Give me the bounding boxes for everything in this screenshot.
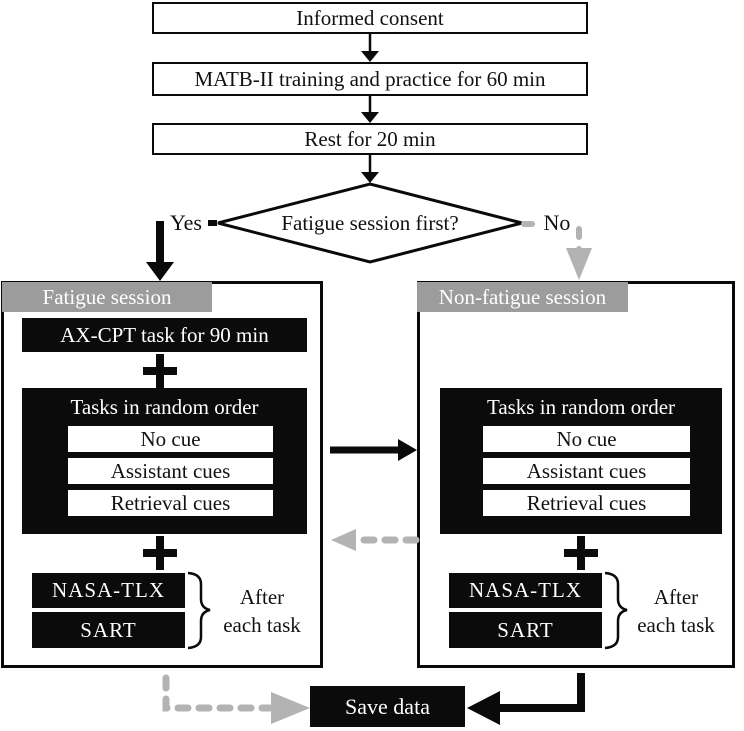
fatigue-session-header: Fatigue session	[2, 282, 212, 312]
nonfatigue-session-header: Non-fatigue session	[417, 282, 628, 312]
task-no-cue: No cue	[483, 426, 690, 452]
arrow-down-icon	[361, 155, 379, 183]
arrow-right-icon	[330, 439, 417, 461]
yes-label: Yes	[164, 210, 208, 236]
after-each-task-note: After each task	[637, 585, 715, 637]
nonfatigue-tasks-title: Tasks in random order	[486, 394, 676, 419]
after-each-task-note: After each task	[223, 585, 301, 637]
task-retrieval-cues: Retrieval cues	[68, 490, 273, 516]
step-informed-consent: Informed consent	[152, 2, 588, 34]
no-label: No	[539, 210, 575, 236]
task-assistant-cues: Assistant cues	[68, 458, 273, 484]
step-rest: Rest for 20 min	[152, 123, 588, 155]
axcpt-task-box: AX-CPT task for 90 min	[22, 318, 307, 352]
nasa-tlx-box: NASA-TLX	[32, 573, 185, 608]
plus-icon	[143, 354, 177, 388]
plus-icon	[564, 536, 598, 570]
step-matb-training: MATB-II training and practice for 60 min	[152, 62, 588, 96]
task-no-cue: No cue	[68, 426, 273, 452]
fatigue-tasks-title: Tasks in random order	[70, 394, 259, 419]
arrow-left-icon	[331, 529, 420, 551]
sart-box: SART	[32, 612, 185, 648]
plus-icon	[143, 536, 177, 570]
save-data-box: Save data	[310, 686, 465, 727]
arrow-down-icon	[361, 96, 379, 123]
arrow-down-icon	[361, 33, 379, 62]
sart-box: SART	[449, 612, 602, 648]
task-assistant-cues: Assistant cues	[483, 458, 690, 484]
nasa-tlx-box: NASA-TLX	[449, 573, 602, 608]
task-retrieval-cues: Retrieval cues	[483, 490, 690, 516]
fatigue-to-save-arrow	[162, 674, 310, 724]
nonfatigue-to-save-arrow	[467, 673, 585, 725]
decision-label: Fatigue session first?	[281, 210, 459, 235]
